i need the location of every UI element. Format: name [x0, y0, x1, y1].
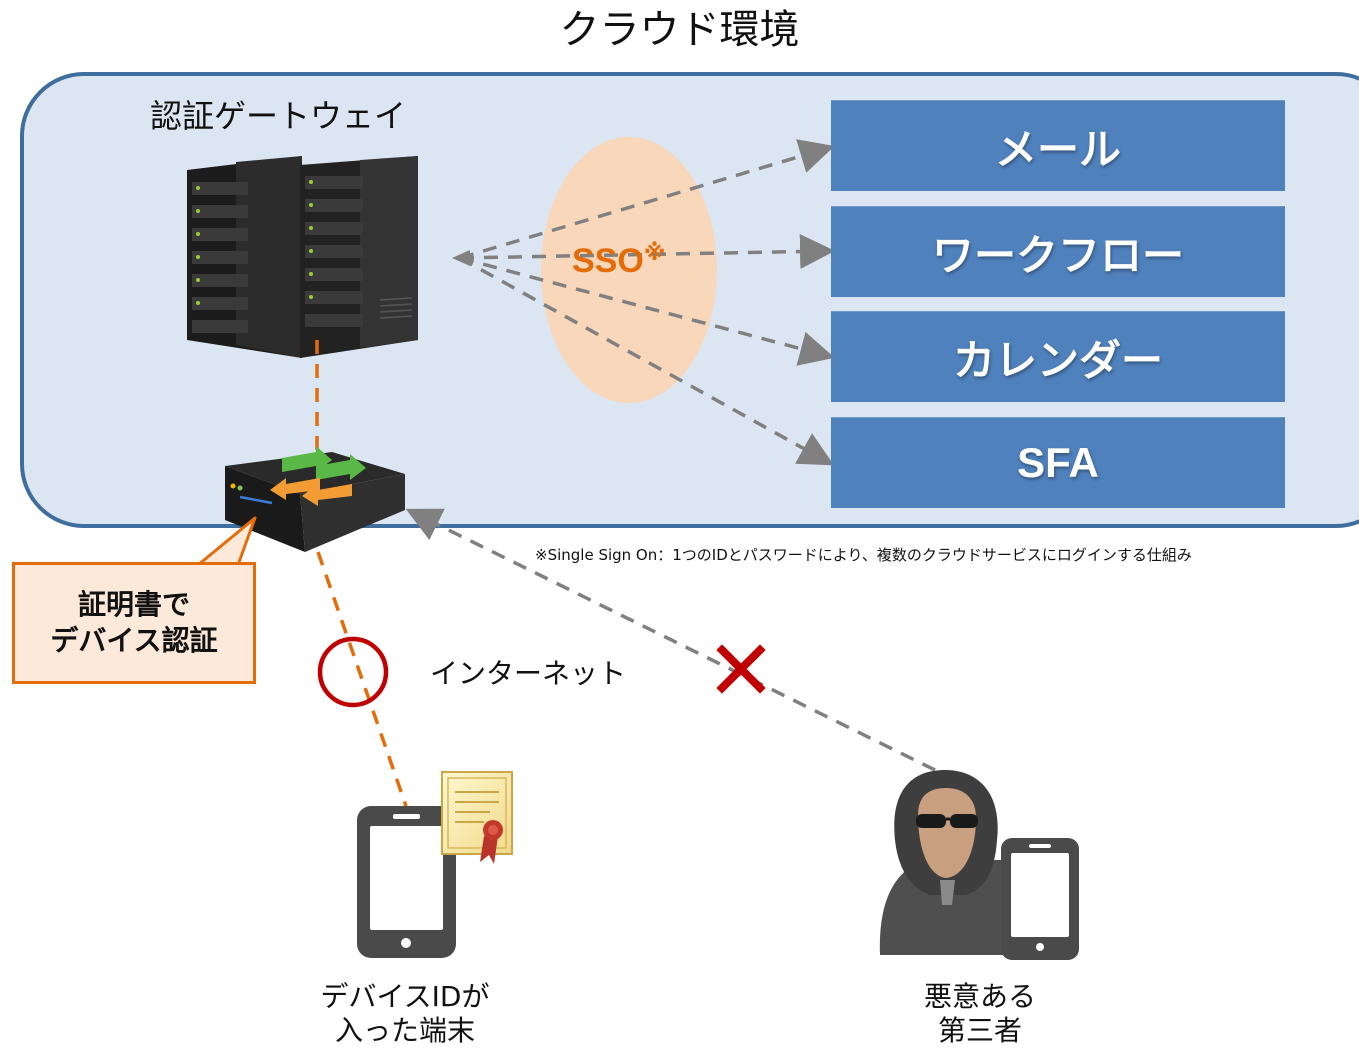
callout-line-1: 証明書で	[77, 588, 190, 621]
server-rack-icon	[187, 156, 418, 358]
router-icon	[225, 446, 405, 552]
sso-mark: ※	[643, 240, 666, 265]
sso-label: SSO※	[572, 240, 666, 281]
certificate-icon	[441, 771, 513, 864]
smartphone-icon	[357, 806, 456, 958]
device-caption: デバイスIDが 入った端末	[280, 980, 530, 1048]
gateway-arrowhead	[452, 250, 470, 266]
service-calendar: カレンダー	[831, 311, 1285, 402]
attacker-caption: 悪意ある 第三者	[860, 980, 1100, 1048]
callout-pointer	[196, 516, 257, 567]
sso-label-text: SSO	[572, 242, 644, 280]
sso-arrow-mail	[459, 139, 835, 260]
sso-arrow-workflow	[459, 234, 835, 270]
gateway-label: 認証ゲートウェイ	[150, 97, 407, 135]
service-sfa: SFA	[831, 417, 1285, 508]
cross-deny-icon	[716, 644, 766, 694]
service-mail: メール	[831, 100, 1285, 191]
attacker-access-line	[405, 508, 936, 772]
device-caption-line-1: デバイスIDが	[320, 980, 490, 1013]
sso-arrow-calendar	[459, 256, 835, 366]
page-title: クラウド環境	[559, 7, 800, 53]
device-caption-line-2: 入った端末	[334, 1014, 475, 1047]
device-auth-callout: 証明書で デバイス認証	[12, 562, 256, 684]
attacker-caption-line-2: 第三者	[937, 1014, 1022, 1047]
sso-bubble	[541, 137, 717, 403]
circle-ok-icon	[317, 636, 389, 708]
service-workflow: ワークフロー	[831, 206, 1285, 297]
router-device-link	[316, 551, 408, 807]
callout-line-2: デバイス認証	[50, 624, 218, 657]
internet-label: インターネット	[430, 657, 627, 690]
sso-footnote: ※Single Sign On：1つのIDとパスワードにより、複数のクラウドサー…	[535, 546, 1192, 564]
attacker-caption-line-1: 悪意ある	[923, 980, 1036, 1013]
attacker-smartphone-icon	[1001, 838, 1079, 960]
